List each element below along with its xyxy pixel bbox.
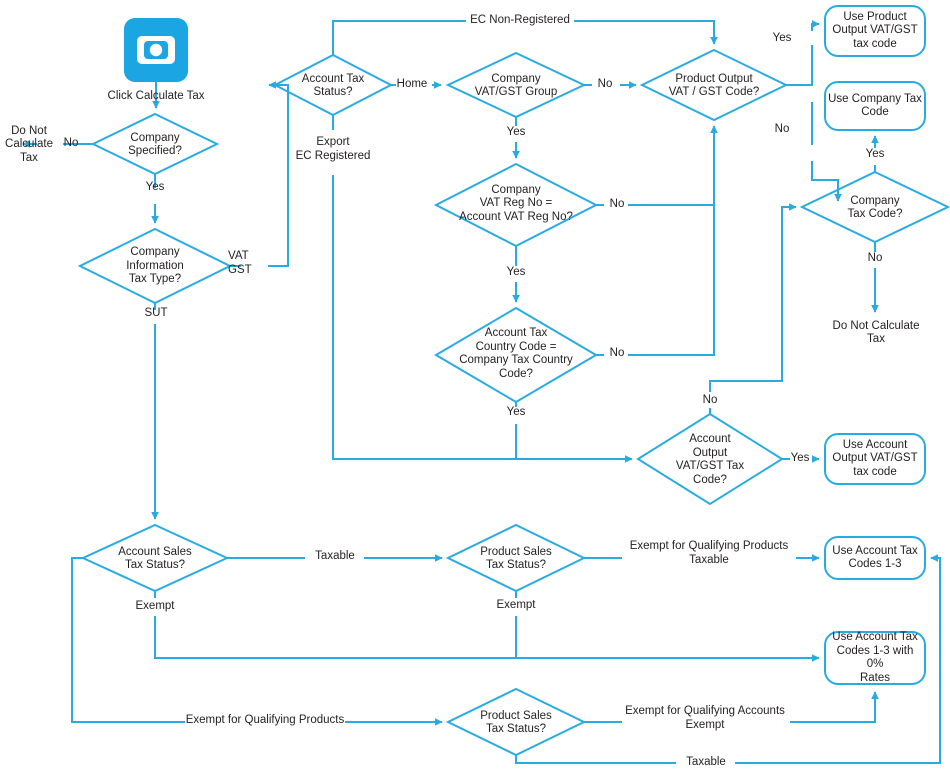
node-product-output-vat-gst-code[interactable]: Product Output VAT / GST Code? <box>668 72 760 99</box>
node-company-vat-gst-group[interactable]: Company VAT/GST Group <box>474 72 558 99</box>
terminal-use-company-tax-code[interactable]: Use Company Tax Code <box>828 92 922 119</box>
shape-product-output-vat-gst-code <box>639 48 789 122</box>
node-account-output-vat-gst-tax-code[interactable]: Account Output VAT/GST Tax Code? <box>675 433 745 486</box>
node-company-tax-code[interactable]: Company Tax Code? <box>847 194 903 221</box>
edge-company-vat-reg-no-no <box>628 125 718 206</box>
edge-label-yes-company-specified: Yes <box>145 181 165 193</box>
edge-label-sut: SUT <box>144 307 168 319</box>
edge-label-home: Home <box>396 78 428 90</box>
shape-use-company-tax-code <box>824 81 926 131</box>
edge-label-exempt-qualifying-products-left: Exempt for Qualifying Products <box>185 714 345 726</box>
shape-use-product-output <box>824 5 926 57</box>
edge-vat-gst-to-account-tax-status <box>268 81 289 267</box>
terminal-do-not-calculate-tax-left: Do Not Calculate Tax <box>5 124 53 164</box>
edge-label-no-vat-reg-no: No <box>609 198 625 210</box>
start-label: Click Calculate Tax <box>107 90 205 102</box>
edge-label-ec-non-registered: EC Non-Registered <box>470 14 570 26</box>
terminal-use-account-tax-codes-0pct[interactable]: Use Account Tax Codes 1-3 with 0% Rates <box>832 631 918 684</box>
edge-label-yes-vat-reg-no: Yes <box>506 266 526 278</box>
edge-label-taxable-bottom: Taxable <box>686 756 726 768</box>
edge-label-no-account-output: No <box>702 394 718 406</box>
node-account-tax-country-code[interactable]: Account Tax Country Code = Company Tax C… <box>459 327 573 380</box>
edge-label-yes-product-output: Yes <box>772 32 792 44</box>
terminal-use-account-output[interactable]: Use Account Output VAT/GST tax code <box>832 438 918 478</box>
edge-product-output-no <box>811 161 842 202</box>
terminal-use-product-output[interactable]: Use Product Output VAT/GST tax code <box>832 10 918 50</box>
node-product-sales-tax-status-bottom[interactable]: Product Sales Tax Status? <box>480 709 552 736</box>
edge-ec-nonreg-to-product-output <box>574 20 718 45</box>
edge-product-output-yes-down <box>786 45 813 86</box>
shape-use-account-output <box>824 433 926 485</box>
edge-account-output-no <box>709 203 797 392</box>
shape-use-account-tax-codes-0pct <box>824 631 926 685</box>
edge-label-yes-account-output: Yes <box>790 452 810 464</box>
node-account-tax-status[interactable]: Account Tax Status? <box>301 72 365 99</box>
edge-label-exempt-product-sales-top: Exempt <box>496 599 536 611</box>
edge-label-exempt-qualifying-products-taxable: Exempt for Qualifying Products Taxable <box>629 540 789 566</box>
shape-use-account-tax-codes-1-3 <box>824 536 926 580</box>
edge-label-yes-vat-gst-group: Yes <box>506 126 526 138</box>
node-company-vat-reg-no[interactable]: Company VAT Reg No = Account VAT Reg No? <box>459 183 573 223</box>
money-icon-coin <box>149 43 163 57</box>
edge-label-no-product-output: No <box>774 123 790 135</box>
edge-product-sales-bottom-taxable <box>735 554 941 764</box>
node-product-sales-tax-status-top[interactable]: Product Sales Tax Status? <box>480 545 552 572</box>
node-company-info-tax-type[interactable]: Company Information Tax Type? <box>126 246 184 286</box>
edge-label-no-company-specified: No <box>63 137 79 149</box>
edge-ast-eqp-a <box>71 557 185 723</box>
edge-label-exempt-account-sales: Exempt <box>135 600 175 612</box>
terminal-use-account-tax-codes-1-3[interactable]: Use Account Tax Codes 1-3 <box>832 544 918 571</box>
edge-product-sales-bottom-exempt-qual <box>790 691 879 723</box>
edge-product-output-yes <box>811 20 820 31</box>
edge-export-ec-registered-to-account-output <box>332 175 633 463</box>
edge-pst-bot-taxable-a <box>515 755 676 764</box>
node-account-sales-tax-status[interactable]: Account Sales Tax Status? <box>118 545 192 572</box>
edge-label-no-vat-gst-group: No <box>597 78 613 90</box>
edge-account-tax-country-code-no <box>628 206 715 356</box>
terminal-do-not-calculate-tax-right: Do Not Calculate Tax <box>832 319 920 346</box>
edge-label-exempt-qualifying-accounts-exempt: Exempt for Qualifying Accounts Exempt <box>625 705 785 731</box>
edge-label-vat-gst: VAT GST <box>228 250 252 276</box>
edge-label-no-company-tax-code: No <box>867 252 883 264</box>
edge-label-yes-country-code: Yes <box>506 406 526 418</box>
edge-ec-nonreg-left <box>332 20 466 55</box>
edge-label-no-country-code: No <box>609 347 625 359</box>
edge-label-taxable-account-sales: Taxable <box>315 550 355 562</box>
shape-account-output-vat-gst-tax-code <box>636 412 784 506</box>
edge-label-yes-company-tax-code: Yes <box>865 148 885 160</box>
edge-label-export-ec-registered: Export EC Registered <box>295 136 371 162</box>
node-company-specified[interactable]: Company Specified? <box>128 131 182 158</box>
edge-account-sales-exempt <box>154 616 820 662</box>
